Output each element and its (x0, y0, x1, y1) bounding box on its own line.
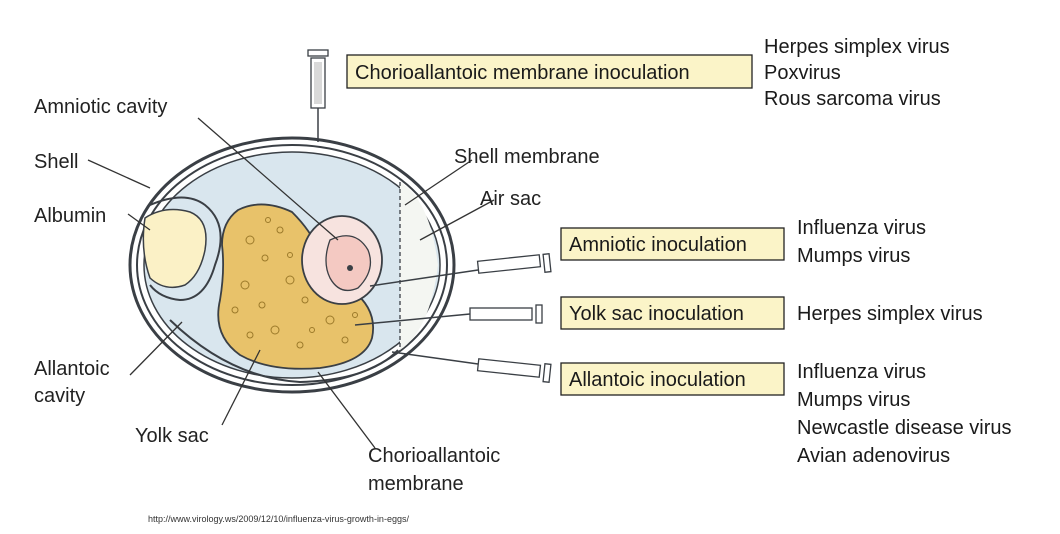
virus-amniotic-1: Influenza virus (797, 217, 926, 239)
yolk-speckles (231, 217, 358, 349)
inoculation-cam: Chorioallantoic membrane inoculation Her… (346, 36, 950, 110)
inoculation-box-allantoic (560, 362, 785, 396)
syringe-allantoic (391, 351, 552, 383)
allantoic-fold (149, 196, 222, 302)
virus-allantoic-2: Mumps virus (797, 389, 910, 411)
inoculation-label-yolk: Yolk sac inoculation (569, 303, 744, 325)
virus-allantoic-3: Newcastle disease virus (797, 417, 1012, 439)
label-air-sac: Air sac (480, 188, 541, 210)
inoculation-allantoic: Allantoic inoculation Influenza virus Mu… (560, 361, 1012, 467)
air-sac (400, 182, 438, 350)
label-yolk-sac: Yolk sac (135, 425, 209, 447)
inoculation-box-yolk (560, 296, 785, 330)
virus-amniotic-2: Mumps virus (797, 245, 910, 267)
inoculation-box-cam (346, 54, 753, 89)
inoculation-yolk: Yolk sac inoculation Herpes simplex viru… (560, 296, 983, 330)
inoculation-amniotic: Amniotic inoculation Influenza virus Mum… (560, 217, 926, 267)
inoculation-label-amniotic: Amniotic inoculation (569, 234, 747, 256)
albumin-region (142, 208, 207, 289)
label-albumin: Albumin (34, 205, 106, 227)
cam-band (169, 319, 399, 384)
embryo (325, 235, 372, 292)
egg-shell-inner-line (136, 144, 448, 386)
virus-cam-1: Herpes simplex virus (764, 36, 950, 58)
label-cam-line1: Chorioallantoic (368, 445, 500, 467)
virus-allantoic-1: Influenza virus (797, 361, 926, 383)
inoculation-box-amniotic (560, 227, 785, 261)
label-allantoic-cavity-line1: Allantoic (34, 358, 110, 380)
source-url: http://www.virology.ws/2009/12/10/influe… (148, 514, 409, 524)
inoculation-label-allantoic: Allantoic inoculation (569, 369, 746, 391)
syringe-cam (307, 49, 329, 142)
leader-lines (87, 117, 495, 449)
embryo-eye (347, 265, 353, 271)
syringe-yolk (354, 304, 543, 326)
virus-cam-3: Rous sarcoma virus (764, 88, 941, 110)
label-shell-membrane: Shell membrane (454, 146, 600, 168)
label-allantoic-cavity-line2: cavity (34, 385, 85, 407)
syringe-amniotic (369, 253, 552, 287)
virus-allantoic-4: Avian adenovirus (797, 445, 950, 467)
virus-cam-2: Poxvirus (764, 62, 841, 84)
label-amniotic-cavity: Amniotic cavity (34, 96, 167, 118)
inoculation-label-cam: Chorioallantoic membrane inoculation (355, 62, 690, 84)
label-cam-line2: membrane (368, 473, 464, 495)
label-shell: Shell (34, 151, 78, 173)
virus-yolk-1: Herpes simplex virus (797, 303, 983, 325)
egg (128, 136, 456, 394)
